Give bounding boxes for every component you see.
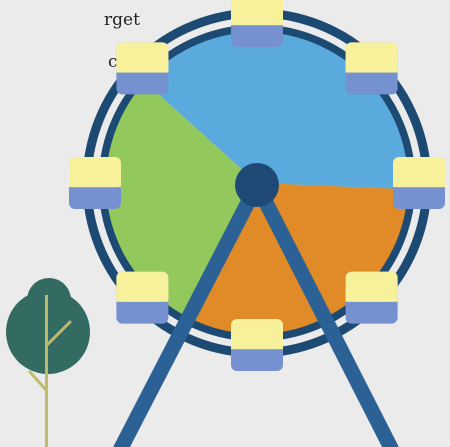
wheel-hub (235, 163, 279, 207)
tree-icon (6, 278, 90, 447)
wheel-cabin-2 (345, 42, 398, 95)
ferris-wheel-icon (69, 0, 445, 447)
wheel-cabin-6 (116, 271, 169, 324)
text-fragment-1: rget (104, 10, 140, 30)
cabin-window-fill (116, 287, 169, 302)
wheel-cabin-1 (231, 0, 283, 47)
cabin-window-fill (393, 172, 445, 188)
support-legs (113, 181, 399, 447)
wheel-cabin-7 (69, 157, 121, 209)
wheel-cabin-4 (345, 271, 398, 324)
cabin-window-fill (345, 287, 398, 302)
tree-branch-left (28, 370, 48, 392)
wheel-cabin-8 (116, 42, 169, 95)
wheel-cabin-5 (231, 319, 283, 371)
cabin-window-fill (231, 10, 283, 26)
wheel-cabins (69, 0, 445, 371)
wheel-cabin-3 (393, 157, 445, 209)
support-leg-right (250, 181, 399, 447)
cabin-window-fill (231, 334, 283, 350)
support-leg-left (113, 181, 264, 447)
tree-trunk-inner (45, 295, 48, 447)
tree-branch-right (45, 320, 72, 347)
cabin-window-fill (116, 58, 169, 73)
wheel-segment-1 (144, 32, 409, 190)
cabin-window-fill (69, 172, 121, 188)
cabin-window-fill (345, 58, 398, 73)
